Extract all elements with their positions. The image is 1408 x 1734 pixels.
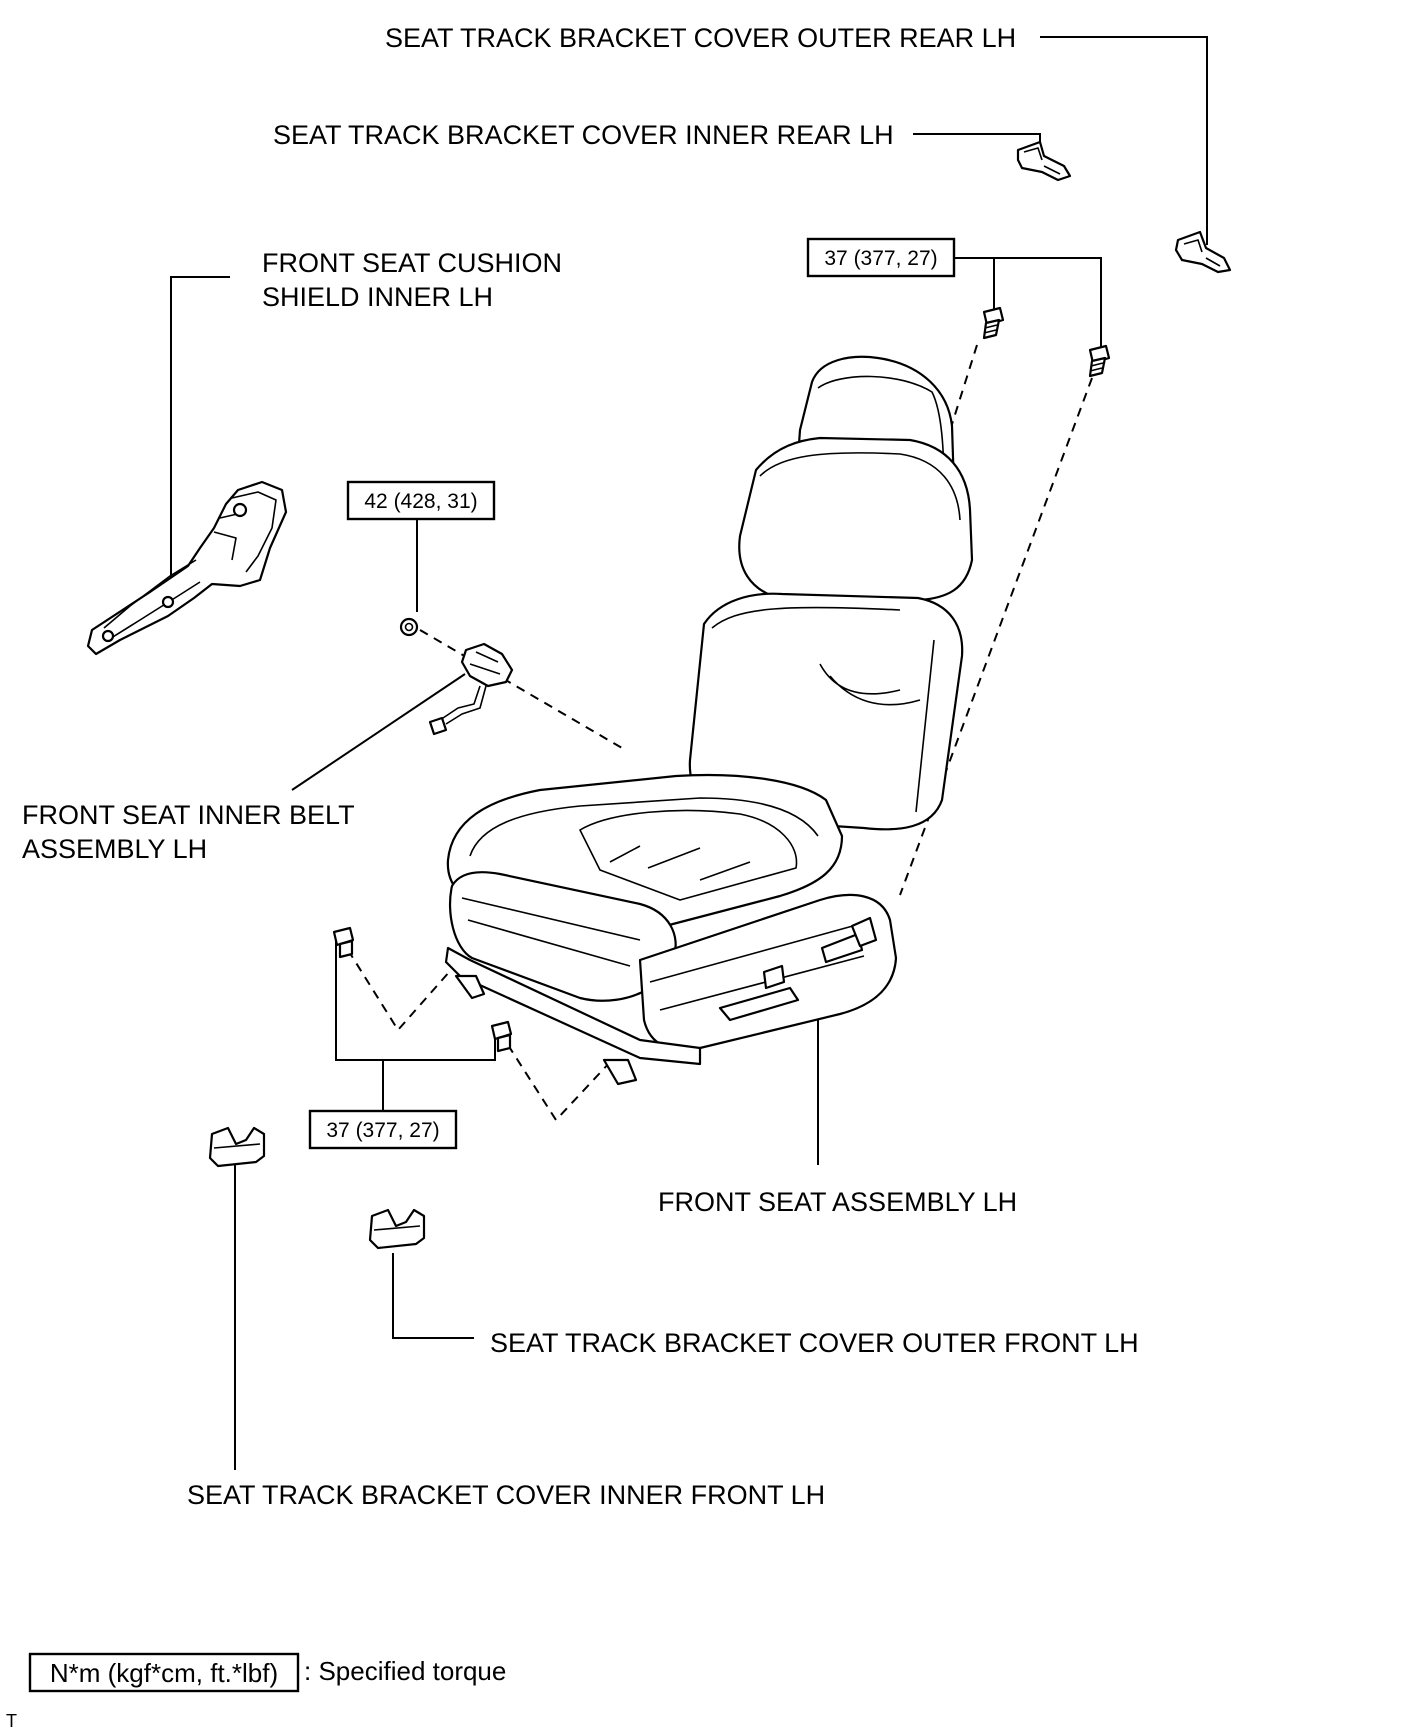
torque-value-belt: 42 (428, 31) xyxy=(364,490,477,513)
label-cushion-shield-line1: FRONT SEAT CUSHION xyxy=(262,248,562,278)
label-inner-belt-line1: FRONT SEAT INNER BELT xyxy=(22,800,355,830)
label-inner-belt-line2: ASSEMBLY LH xyxy=(22,834,207,864)
label-cover-inner-front: SEAT TRACK BRACKET COVER INNER FRONT LH xyxy=(187,1480,825,1510)
cover-inner-rear-part xyxy=(1016,140,1072,182)
label-cover-outer-rear: SEAT TRACK BRACKET COVER OUTER REAR LH xyxy=(385,23,1016,53)
label-cushion-shield-line2: SHIELD INNER LH xyxy=(262,282,493,312)
inner-belt-part xyxy=(428,642,514,736)
label-seat-assembly: FRONT SEAT ASSEMBLY LH xyxy=(658,1187,1017,1217)
cover-outer-front-part xyxy=(368,1208,426,1250)
belt-nut xyxy=(399,617,419,637)
rear-bolt-right xyxy=(1088,344,1111,378)
label-cover-inner-rear: SEAT TRACK BRACKET COVER INNER REAR LH xyxy=(273,120,894,150)
legend-unit: N*m (kgf*cm, ft.*lbf) xyxy=(50,1658,278,1688)
torque-box-belt-nut: 42 (428, 31) xyxy=(346,480,496,521)
torque-value-rear: 37 (377, 27) xyxy=(824,247,937,270)
label-cover-outer-front: SEAT TRACK BRACKET COVER OUTER FRONT LH xyxy=(490,1328,1139,1358)
cushion-shield-part xyxy=(86,480,288,656)
front-seat-assembly-part xyxy=(444,355,974,1086)
torque-value-front: 37 (377, 27) xyxy=(326,1119,439,1142)
torque-box-front-bolts: 37 (377, 27) xyxy=(308,1109,458,1150)
front-bolt-left xyxy=(332,926,355,959)
cover-inner-front-part xyxy=(208,1126,266,1168)
labels: SEAT TRACK BRACKET COVER OUTER REAR LH S… xyxy=(22,23,1139,1510)
leader-lines xyxy=(170,36,1208,1470)
corner-mark: T xyxy=(6,1711,17,1731)
cover-outer-rear-part xyxy=(1174,230,1232,274)
rear-bolt-left xyxy=(982,306,1005,340)
torque-legend: N*m (kgf*cm, ft.*lbf) : Specified torque xyxy=(28,1652,506,1693)
torque-box-rear-bolts: 37 (377, 27) xyxy=(806,237,956,278)
legend-description: : Specified torque xyxy=(304,1656,506,1686)
front-bolt-right xyxy=(490,1020,513,1053)
